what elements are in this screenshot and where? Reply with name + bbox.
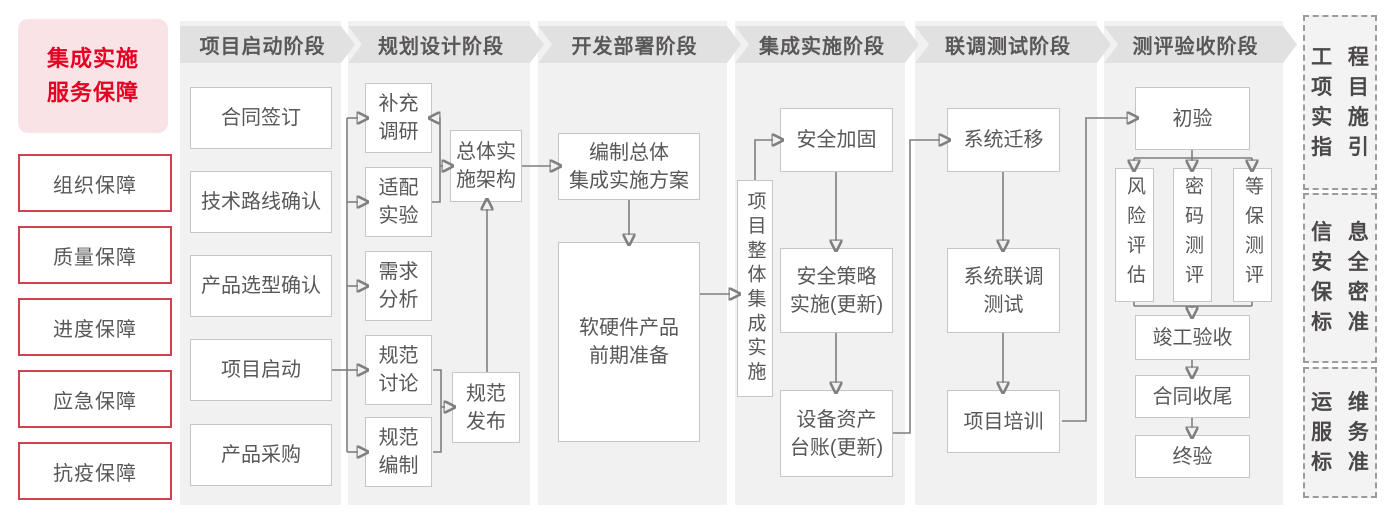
box-security-policy-impl: 安全策略 实施(更新)	[780, 248, 893, 333]
standard-line: 服务	[1311, 420, 1385, 444]
box-product-selection-confirm: 产品选型确认	[190, 255, 332, 317]
phase-header-joint-test: 联调测试阶段	[915, 26, 1111, 63]
box-project-overall-integration: 项目整体集成实施	[737, 180, 773, 397]
standard-box-infosec: 信息 安全 保密 标准	[1303, 193, 1377, 363]
sidebar-item-quality: 质量保障	[18, 226, 172, 284]
standard-line: 指引	[1311, 135, 1385, 159]
phase-header-acceptance: 测评验收阶段	[1104, 26, 1297, 63]
box-final-acceptance: 终验	[1135, 435, 1250, 478]
box-adaptation-test: 适配 实验	[365, 167, 432, 237]
box-risk-assessment: 风险评估	[1115, 168, 1154, 302]
box-spec-discussion: 规范 讨论	[365, 335, 432, 405]
standard-line: 项目	[1311, 75, 1385, 99]
standard-line: 实施	[1311, 105, 1385, 129]
box-asset-ledger-update: 设备资产 台账(更新)	[780, 390, 893, 477]
box-security-hardening: 安全加固	[780, 108, 893, 172]
phase-header-project-start: 项目启动阶段	[180, 26, 355, 63]
box-joint-debug-test: 系统联调 测试	[947, 248, 1060, 333]
standard-box-project-guide: 工程 项目 实施 指引	[1303, 15, 1377, 190]
box-spec-release: 规范 发布	[452, 372, 520, 443]
box-completion-acceptance: 竣工验收	[1135, 315, 1250, 360]
sidebar-item-emergency: 应急保障	[18, 370, 172, 428]
standard-line: 保密	[1311, 281, 1385, 304]
standard-line: 工程	[1311, 45, 1385, 69]
sidebar-item-epidemic: 抗疫保障	[18, 442, 172, 500]
sidebar-item-schedule: 进度保障	[18, 298, 172, 356]
box-hw-sw-preparation: 软硬件产品 前期准备	[558, 242, 700, 442]
box-mlps-testing: 等保测评	[1233, 168, 1272, 302]
box-contract-signing: 合同签订	[190, 87, 332, 149]
box-initial-acceptance: 初验	[1135, 87, 1250, 150]
box-system-migration: 系统迁移	[947, 108, 1060, 172]
sidebar-item-organization: 组织保障	[18, 154, 172, 212]
phase-header-planning-design: 规划设计阶段	[348, 26, 544, 63]
standard-line: 信息	[1311, 221, 1385, 244]
box-project-kickoff: 项目启动	[190, 339, 332, 401]
phase-header-dev-deploy: 开发部署阶段	[538, 26, 741, 63]
standard-line: 运维	[1311, 390, 1385, 414]
standard-line: 安全	[1311, 251, 1385, 274]
phase-header-integration: 集成实施阶段	[735, 26, 919, 63]
standard-box-om-service: 运维 服务 标准	[1303, 367, 1377, 498]
standard-line: 标准	[1311, 311, 1385, 334]
box-spec-drafting: 规范 编制	[365, 417, 432, 487]
box-tech-route-confirm: 技术路线确认	[190, 171, 332, 233]
box-supplement-research: 补充 调研	[365, 83, 432, 153]
box-requirement-analysis: 需求 分析	[365, 251, 432, 321]
box-contract-closure: 合同收尾	[1135, 375, 1250, 418]
box-overall-impl-architecture: 总体实 施架构	[450, 130, 522, 202]
box-overall-integration-plan: 编制总体 集成实施方案	[558, 133, 700, 200]
sidebar-title: 集成实施 服务保障	[18, 19, 168, 133]
box-product-procurement: 产品采购	[190, 424, 332, 486]
standard-line: 标准	[1311, 450, 1385, 474]
box-crypto-testing: 密码测评	[1173, 168, 1212, 302]
box-project-training: 项目培训	[947, 390, 1060, 453]
